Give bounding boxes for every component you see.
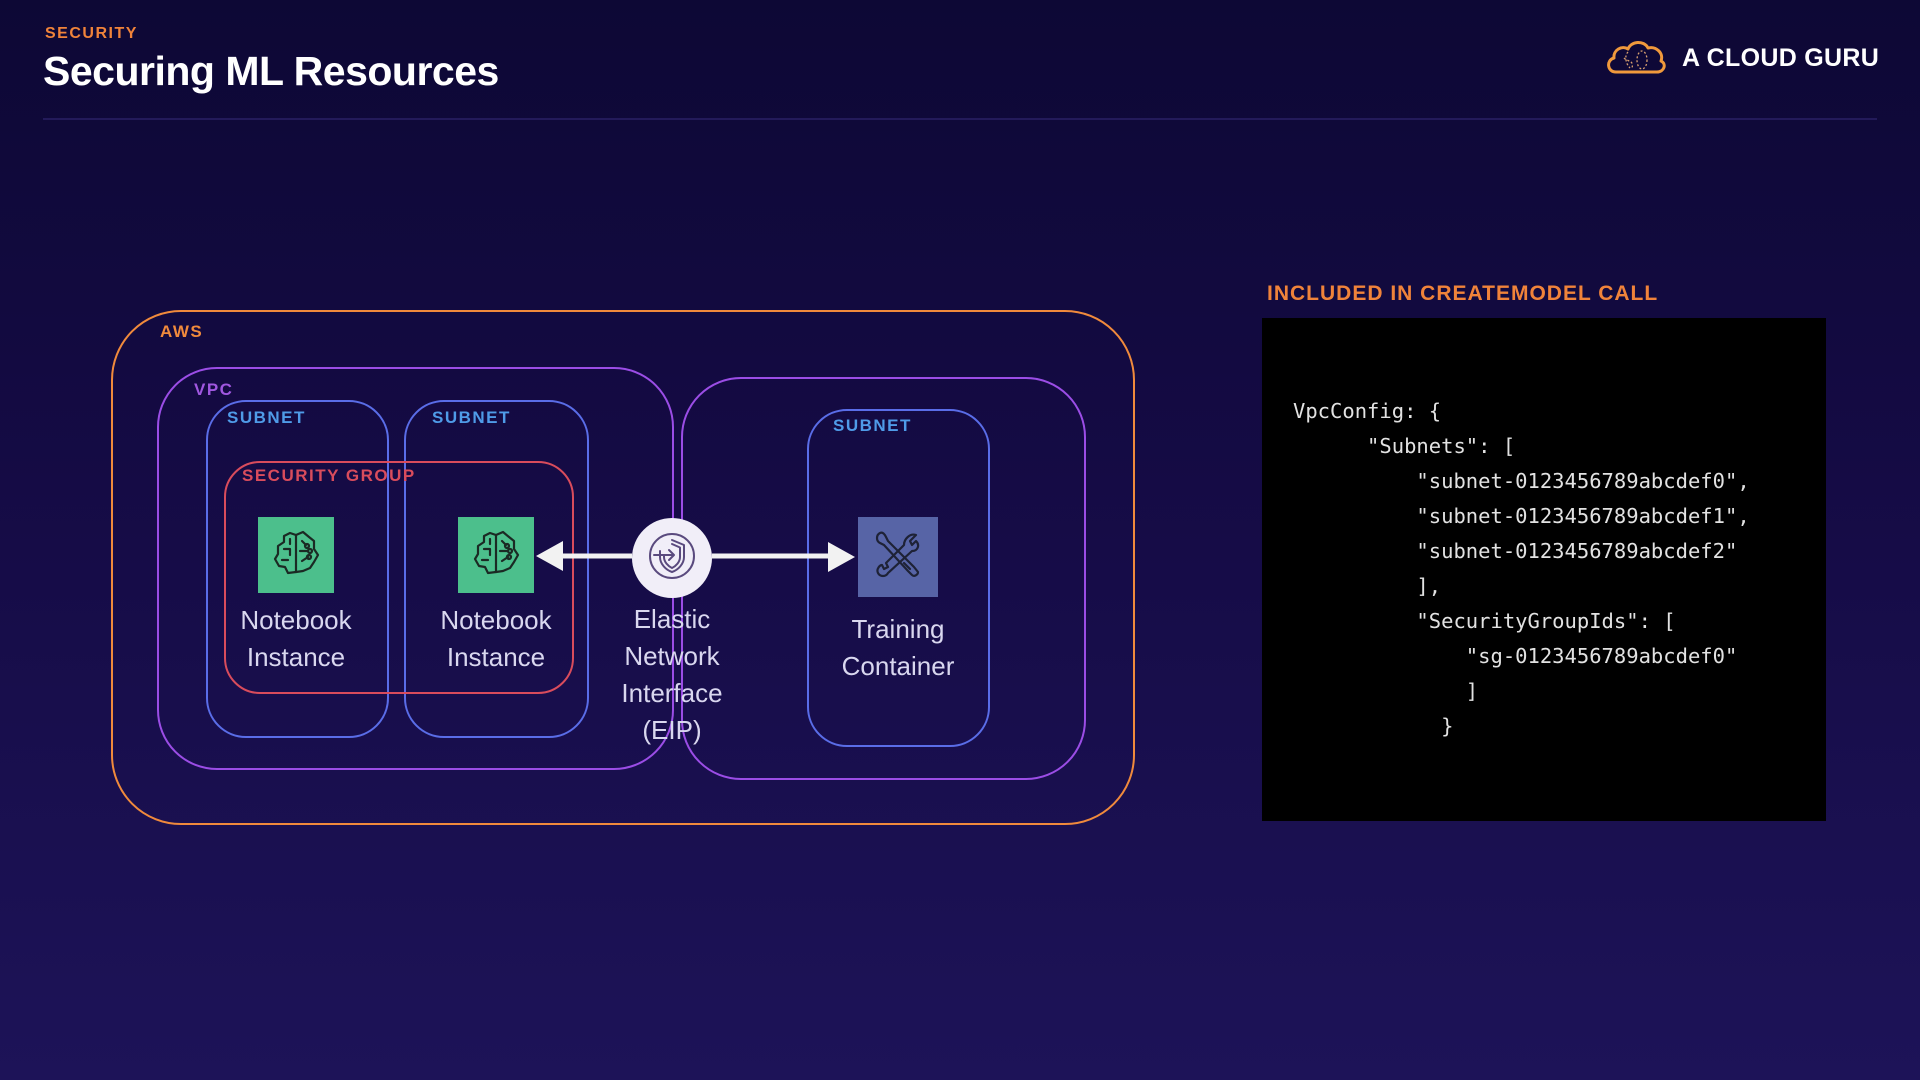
code-line: "subnet-0123456789abcdef1", [1293,504,1750,528]
code-panel: VpcConfig: { "Subnets": [ "subnet-012345… [1262,318,1826,821]
brain-circuit-icon [470,527,522,584]
label-line: Notebook [440,605,552,635]
subnet-label: SUBNET [227,408,306,427]
label-line: Notebook [240,605,352,635]
wrench-screwdriver-icon [868,525,928,590]
subnet-boundary-2 [404,400,589,738]
label-line: Training [851,614,945,644]
label-line: Container [841,651,955,681]
code-line: "SecurityGroupIds": [ [1293,609,1676,633]
header-divider [43,118,1877,120]
brand-logo: A CLOUD GURU [1604,36,1879,80]
code-line: "Subnets": [ [1293,434,1516,458]
label-line: Network [624,641,720,671]
notebook-instance-icon-1 [258,517,334,593]
label-line: Elastic [633,604,711,634]
subnet-boundary-1 [206,400,389,738]
training-container-icon [858,517,938,597]
subnet-label: SUBNET [833,416,912,435]
shield-enter-icon [647,531,697,586]
label-line: Instance [446,642,546,672]
notebook-instance-label-2: Notebook Instance [396,602,596,676]
code-line: "subnet-0123456789abcdef2" [1293,539,1738,563]
brand-name: A CLOUD GURU [1682,43,1880,72]
elastic-network-interface-node [632,518,712,598]
cloud-guru-icon [1604,36,1668,81]
subnet-boundary-3 [807,409,990,747]
page-title: Securing ML Resources [43,48,499,94]
aws-label: AWS [160,322,204,341]
aws-boundary [111,310,1135,825]
label-line: Interface [621,678,723,708]
security-group-boundary [224,461,574,694]
notebook-instance-icon-2 [458,517,534,593]
label-line: Instance [246,642,346,672]
vpc-label: VPC [194,380,234,399]
code-line: VpcConfig: { [1293,399,1442,423]
code-line: "subnet-0123456789abcdef0", [1293,469,1750,493]
training-container-label: Training Container [798,611,998,685]
brain-circuit-icon [270,527,322,584]
code-panel-heading: INCLUDED IN CREATEMODEL CALL [1267,282,1659,305]
label-line: (EIP) [642,715,702,745]
vpc-config-code: VpcConfig: { "Subnets": [ "subnet-012345… [1293,394,1750,744]
code-line: ], [1293,574,1442,598]
code-line: ] [1293,679,1479,703]
security-group-label: SECURITY GROUP [242,466,416,485]
subnet-label: SUBNET [432,408,511,427]
code-line: } [1293,714,1454,738]
section-eyebrow: SECURITY [45,25,138,42]
notebook-instance-label-1: Notebook Instance [196,602,396,676]
eni-label: Elastic Network Interface (EIP) [572,601,772,749]
code-line: "sg-0123456789abcdef0" [1293,644,1738,668]
